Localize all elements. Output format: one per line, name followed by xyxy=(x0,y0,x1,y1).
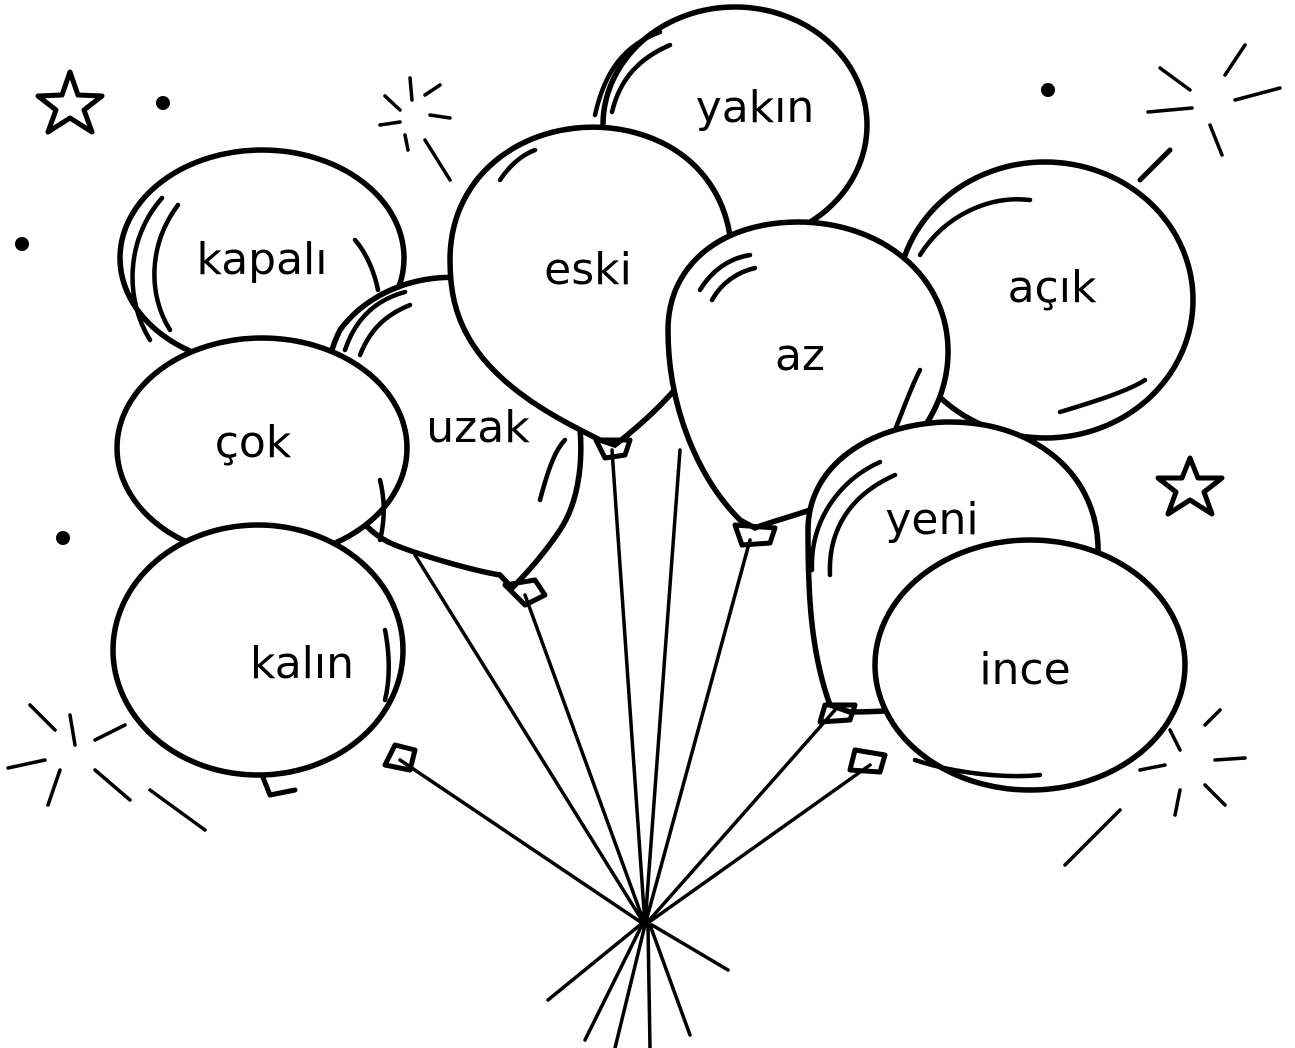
balloon-label: yakın xyxy=(696,82,815,133)
balloon-acik: açık xyxy=(894,147,1196,441)
balloon-knot xyxy=(817,702,858,725)
balloon-knot xyxy=(1137,147,1173,183)
balloon-knot xyxy=(732,522,778,548)
tail xyxy=(646,923,652,1048)
balloon-knot xyxy=(502,577,548,608)
balloon-label: ince xyxy=(979,644,1070,695)
balloon-cok: çok xyxy=(114,335,410,561)
balloon-kapali: kapalı xyxy=(117,147,407,369)
sparkle-icon xyxy=(1063,708,1247,867)
string-yeni xyxy=(643,708,837,927)
balloon-label: uzak xyxy=(426,402,530,453)
balloon-label: kalın xyxy=(250,638,354,689)
string-az xyxy=(643,538,752,927)
balloon-label: açık xyxy=(1008,262,1097,313)
sparkle-icon xyxy=(6,703,207,832)
balloon-kalin: kalın xyxy=(110,522,418,798)
tail xyxy=(650,923,730,972)
tail xyxy=(583,923,644,1042)
string-ince xyxy=(643,763,872,927)
dot-icon xyxy=(156,96,170,110)
balloon-label: kapalı xyxy=(196,234,327,285)
string-eski xyxy=(610,448,647,927)
balloon-label: yeni xyxy=(885,494,978,545)
balloon-label: çok xyxy=(215,417,292,468)
star-icon xyxy=(35,69,105,135)
balloon-knot xyxy=(593,437,633,461)
string-cok xyxy=(413,553,647,927)
balloon-knot xyxy=(382,742,418,773)
balloon-knot xyxy=(259,772,298,798)
balloon-strings xyxy=(398,448,872,1048)
balloon-ince: ince xyxy=(847,537,1188,793)
decorations xyxy=(6,43,1282,867)
string-extra xyxy=(643,448,682,927)
balloon-label: az xyxy=(775,330,825,381)
string-uzak xyxy=(523,593,647,927)
sparkle-icon xyxy=(1146,43,1282,157)
sparkle-icon xyxy=(378,76,452,182)
balloon-knot xyxy=(847,747,888,775)
tail xyxy=(613,923,647,1048)
dot-icon xyxy=(56,531,70,545)
tail xyxy=(648,923,692,1037)
star-icon xyxy=(1155,455,1225,517)
balloon-label: eski xyxy=(544,244,632,295)
tail xyxy=(546,923,642,1002)
dot-icon xyxy=(1041,83,1055,97)
string-kalin xyxy=(398,758,647,927)
dot-icon xyxy=(15,237,29,251)
